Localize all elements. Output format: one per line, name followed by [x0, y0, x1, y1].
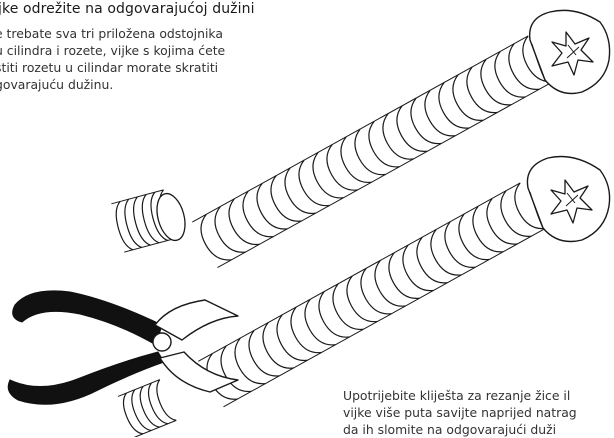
instruction-note: Upotrijebite kliješta za rezanje žice il… [343, 387, 577, 438]
wire-cutter-pliers-icon [8, 291, 238, 404]
note-line: da ih slomite na odgovarajući duži [343, 421, 577, 438]
note-line: Upotrijebite kliješta za rezanje žice il [343, 387, 577, 404]
note-line: vijke više puta savijte naprijed natrag [343, 404, 577, 421]
cut-screw-stub [111, 190, 189, 252]
